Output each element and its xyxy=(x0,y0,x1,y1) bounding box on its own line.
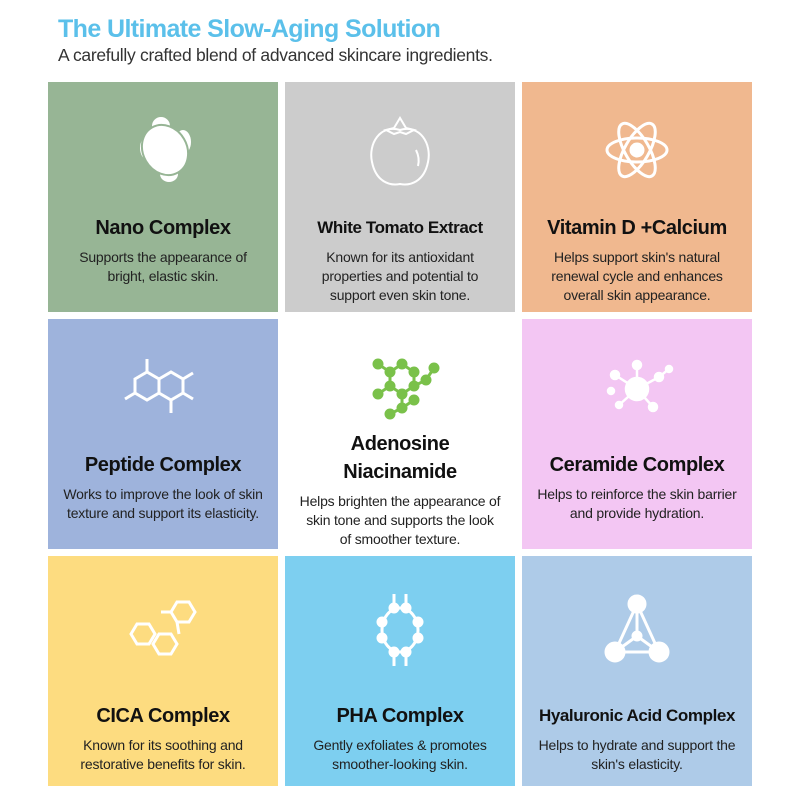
card-description: Helps brighten the appearance of skin to… xyxy=(299,493,501,547)
hexagon-molecule-icon xyxy=(113,337,213,437)
card-title: Hyaluronic Acid Complex xyxy=(538,706,736,725)
ring-molecule-icon xyxy=(350,580,450,680)
card-title: White Tomato Extract xyxy=(317,218,483,237)
card-description: Helps support skin's natural renewal cyc… xyxy=(551,249,723,303)
card-description: Known for its soothing and restorative b… xyxy=(80,737,246,772)
molecule-chain-icon xyxy=(350,337,450,430)
tomato-icon xyxy=(350,100,450,200)
ingredient-card-pha: PHA Complex Gently exfoliates & promotes… xyxy=(285,556,515,786)
ingredient-card-adenosine: Adenosine Niacinamide Helps brighten the… xyxy=(285,319,515,549)
ingredient-card-peptide: Peptide Complex Works to improve the loo… xyxy=(48,319,278,549)
card-description: Helps to reinforce the skin barrier and … xyxy=(537,486,737,521)
card-title: CICA Complex xyxy=(96,705,230,727)
card-title: Peptide Complex xyxy=(84,454,242,476)
ingredient-card-cica: CICA Complex Known for its soothing and … xyxy=(48,556,278,786)
ingredient-card-tomato: White Tomato Extract Known for its antio… xyxy=(285,82,515,312)
card-title: Ceramide Complex xyxy=(549,454,725,476)
card-description: Known for its antioxidant properties and… xyxy=(321,249,479,303)
page-title: The Ultimate Slow-Aging Solution xyxy=(58,15,441,43)
card-description: Gently exfoliates & promotes smoother-lo… xyxy=(313,737,487,772)
ingredient-card-hyaluronic: Hyaluronic Acid Complex Helps to hydrate… xyxy=(522,556,752,786)
card-title: PHA Complex xyxy=(336,705,464,727)
card-description: Helps to hydrate and support the skin's … xyxy=(538,737,736,772)
card-title: Vitamin D +Calcium xyxy=(547,217,727,239)
page-subtitle: A carefully crafted blend of advanced sk… xyxy=(58,45,493,65)
hexagon-chain-icon xyxy=(113,580,213,680)
nano-icon xyxy=(113,100,213,200)
card-description: Supports the appearance of bright, elast… xyxy=(79,249,247,284)
card-description: Works to improve the look of skin textur… xyxy=(63,486,263,521)
card-title: Nano Complex xyxy=(95,217,231,239)
ingredient-card-ceramide: Ceramide Complex Helps to reinforce the … xyxy=(522,319,752,549)
card-title: Adenosine Niacinamide xyxy=(343,433,457,483)
tetrahedron-icon xyxy=(587,580,687,680)
molecule-cluster-icon xyxy=(587,337,687,437)
atom-icon xyxy=(587,100,687,200)
ingredient-card-vitamin-d: Vitamin D +Calcium Helps support skin's … xyxy=(522,82,752,312)
ingredient-grid: Nano Complex Supports the appearance of … xyxy=(48,82,752,786)
ingredient-card-nano: Nano Complex Supports the appearance of … xyxy=(48,82,278,312)
